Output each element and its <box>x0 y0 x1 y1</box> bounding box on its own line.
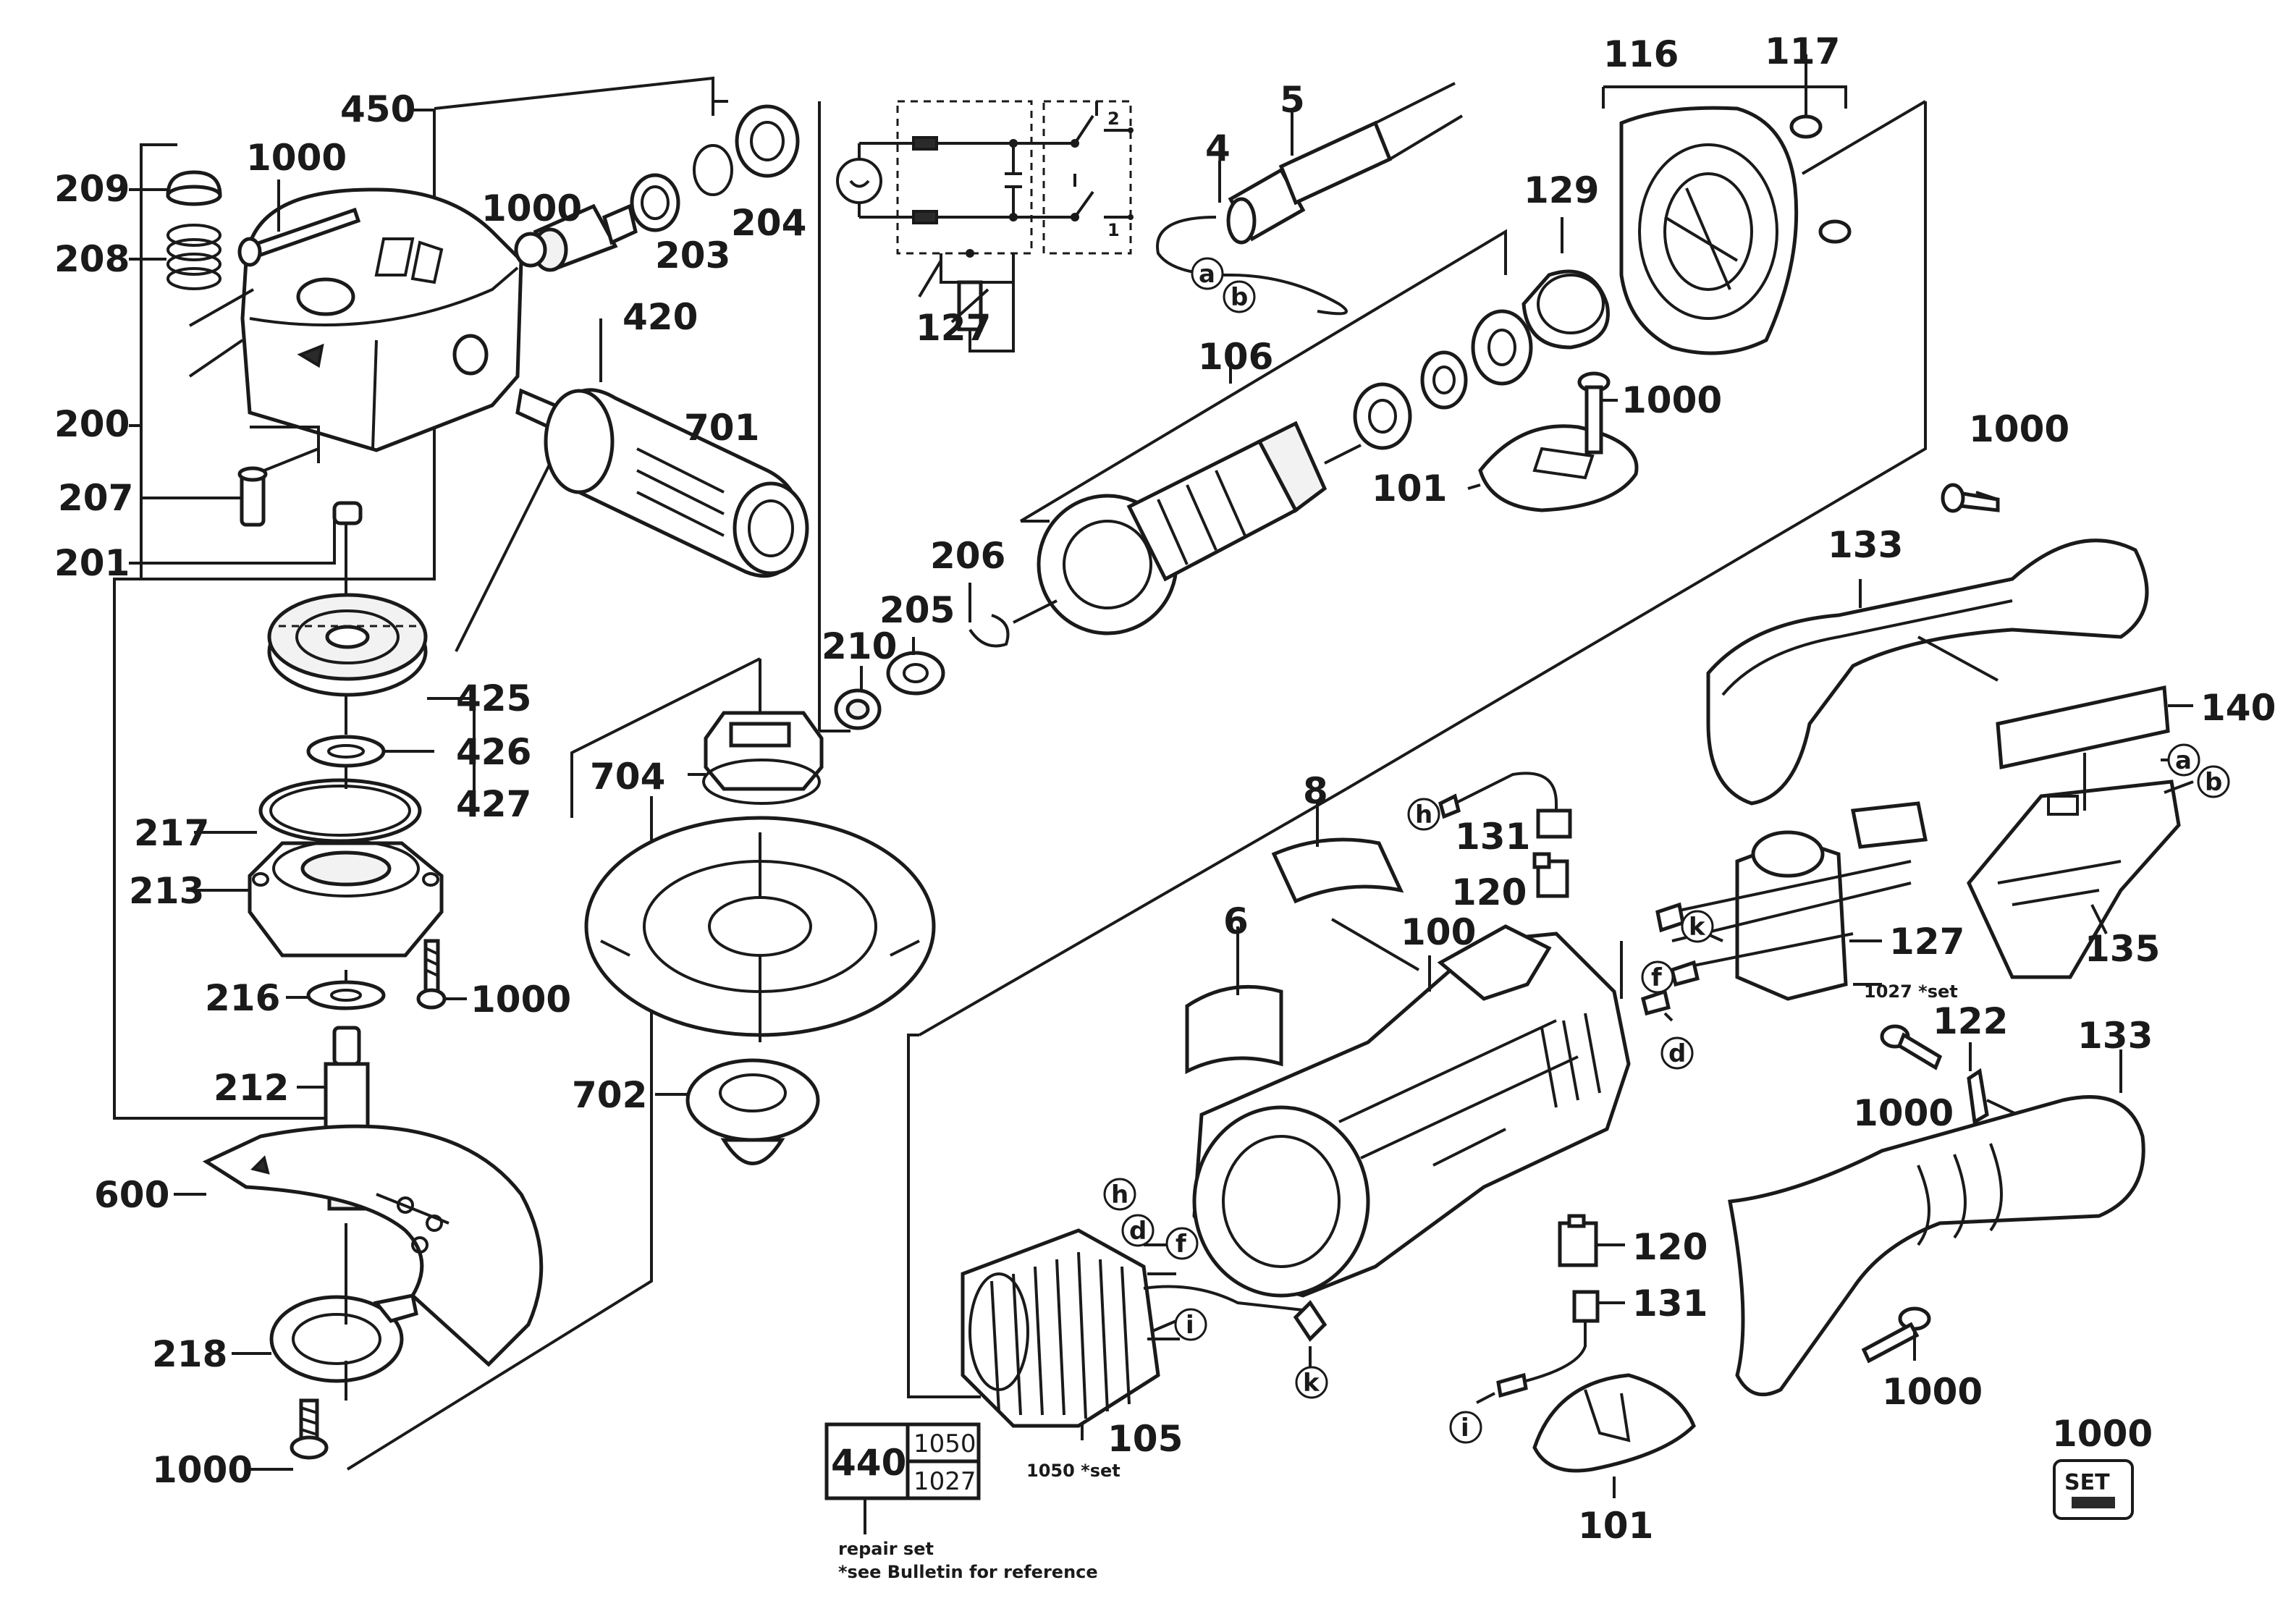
callout-h-wire: h <box>1415 801 1432 829</box>
part-label-427: 427 <box>456 783 531 825</box>
part-label-216: 216 <box>205 977 280 1019</box>
part-label-127-switch: 127 <box>1889 921 1964 963</box>
part-label-209: 209 <box>54 168 130 210</box>
part-label-133-top: 133 <box>1828 524 1903 566</box>
set-badge-text: SET <box>2064 1470 2110 1495</box>
part-label-120-bottom: 120 <box>1632 1226 1708 1268</box>
part-label-704: 704 <box>590 756 665 798</box>
part-label-206: 206 <box>930 535 1005 577</box>
callout-d-field: d <box>1129 1217 1147 1246</box>
part-label-133-bottom: 133 <box>2077 1015 2153 1057</box>
part-label-4: 4 <box>1205 127 1231 169</box>
part-label-204: 204 <box>731 202 806 244</box>
part-label-702: 702 <box>572 1074 647 1116</box>
wiring-schematic: 2 1 <box>836 100 1134 352</box>
part-label-101-top: 101 <box>1372 468 1447 510</box>
part-label-1000-grip: 1000 <box>1853 1092 1954 1134</box>
part-label-131-top: 131 <box>1455 816 1530 858</box>
field-assembly <box>961 1228 1328 1440</box>
part-label-6: 6 <box>1223 900 1249 942</box>
set-notes: 1027 *set 1050 *set 440 1050 1027 repair… <box>824 981 2134 1582</box>
part-label-1000-top: 1000 <box>246 137 347 179</box>
armature-assembly <box>570 54 1927 818</box>
pin-2-label: 2 <box>1107 109 1120 129</box>
note-1050-set: 1050 *set <box>1026 1461 1120 1481</box>
part-label-106: 106 <box>1198 336 1273 378</box>
repair-set-box <box>824 1422 910 1500</box>
callout-b-cord: b <box>1231 283 1248 312</box>
gear-head-assembly <box>113 76 809 1471</box>
part-label-117: 117 <box>1765 30 1840 72</box>
callout-i-wire: i <box>1461 1414 1469 1443</box>
callout-a-switch: a <box>2175 746 2192 775</box>
leader-lines-left <box>129 100 728 1471</box>
part-label-101-bottom: 101 <box>1578 1505 1653 1547</box>
part-number-labels: 450 209 208 200 207 201 1000 1000 204 20… <box>54 30 2276 1547</box>
callout-k-field: k <box>1303 1369 1320 1398</box>
callout-f-switch: f <box>1651 963 1663 992</box>
part-label-440: 440 <box>831 1442 906 1484</box>
part-label-116: 116 <box>1603 33 1679 75</box>
part-label-207: 207 <box>58 477 133 519</box>
callout-d-switch: d <box>1668 1039 1686 1068</box>
callout-f-field: f <box>1176 1230 1187 1259</box>
part-label-425: 425 <box>456 677 531 719</box>
wire-letter-callouts: a b a b h k f d h d f i k i <box>1103 257 2230 1444</box>
part-label-127-schematic: 127 <box>916 307 991 349</box>
part-label-203: 203 <box>655 235 730 276</box>
callout-a-cord: a <box>1199 260 1215 289</box>
note-bulletin: *see Bulletin for reference <box>838 1562 1098 1582</box>
part-label-105: 105 <box>1107 1418 1183 1460</box>
part-label-122: 122 <box>1933 1000 2008 1042</box>
part-label-208: 208 <box>54 238 130 280</box>
part-label-701: 701 <box>684 407 759 449</box>
callout-k-switch: k <box>1689 913 1706 942</box>
part-label-8: 8 <box>1303 770 1328 812</box>
part-label-213: 213 <box>129 870 204 912</box>
part-label-200: 200 <box>54 403 130 445</box>
part-label-426: 426 <box>456 731 531 773</box>
part-label-140: 140 <box>2200 687 2276 729</box>
part-label-1000-clamp: 1000 <box>152 1449 253 1491</box>
part-label-1000-brush: 1000 <box>1621 379 1722 421</box>
cord-assembly <box>1156 82 1464 316</box>
set-badge-screw-icon <box>2072 1497 2115 1508</box>
part-label-131-bottom: 131 <box>1632 1283 1708 1325</box>
part-label-205: 205 <box>879 589 955 631</box>
part-label-5: 5 <box>1280 79 1305 121</box>
wheel-flanges <box>584 673 936 1165</box>
part-label-450: 450 <box>340 88 415 130</box>
switch-assembly <box>1438 483 2194 1498</box>
part-label-210: 210 <box>822 625 897 667</box>
part-label-212: 212 <box>214 1067 289 1109</box>
part-label-420: 420 <box>622 296 698 338</box>
note-repair-set: repair set <box>838 1539 934 1559</box>
note-1027-set: 1027 *set <box>1864 981 1958 1002</box>
part-label-129: 129 <box>1524 169 1599 211</box>
part-label-201: 201 <box>54 542 130 584</box>
callout-b-switch: b <box>2205 768 2222 797</box>
repair-box-1050: 1050 <box>913 1429 976 1458</box>
part-label-218: 218 <box>152 1333 227 1375</box>
part-label-1000-flange: 1000 <box>470 979 571 1021</box>
part-label-1000-pinion: 1000 <box>481 187 582 229</box>
part-label-120-top: 120 <box>1451 871 1527 913</box>
part-label-217: 217 <box>134 812 209 854</box>
callout-i-field: i <box>1186 1311 1194 1340</box>
repair-box-1027: 1027 <box>913 1467 976 1496</box>
part-label-1000-handle: 1000 <box>1969 408 2069 450</box>
part-label-1000-rear: 1000 <box>1882 1371 1983 1413</box>
part-label-600: 600 <box>94 1174 169 1216</box>
callout-h-field: h <box>1111 1180 1128 1209</box>
pin-1-label: 1 <box>1107 220 1120 240</box>
motor-housing <box>907 787 1631 1398</box>
part-label-135: 135 <box>2085 928 2160 970</box>
part-label-100: 100 <box>1401 911 1476 953</box>
part-label-1000-set: 1000 <box>2052 1413 2153 1455</box>
